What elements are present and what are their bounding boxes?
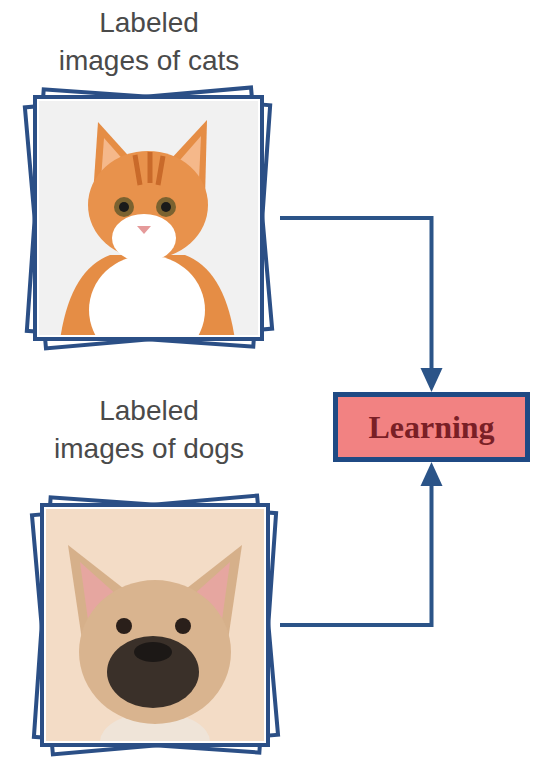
node-label: Learning — [368, 408, 494, 446]
cat-photo-stack — [25, 88, 272, 365]
arrowhead — [421, 462, 443, 486]
dog-picture — [46, 509, 264, 741]
stack-heading: Labeled images of dogs — [54, 392, 244, 468]
cat-picture — [39, 101, 258, 335]
arrowhead — [421, 368, 443, 392]
connector-arrow — [280, 462, 443, 625]
process-box: Learning — [333, 392, 530, 462]
connector-line — [280, 218, 432, 368]
stack-heading: Labeled images of cats — [59, 4, 240, 80]
connector-arrow — [280, 218, 443, 392]
image-stack: Labeled images of dogs — [18, 392, 280, 750]
connector-line — [280, 486, 432, 625]
dog-photo-stack — [32, 496, 278, 761]
image-stack: Labeled images of cats — [18, 4, 280, 344]
